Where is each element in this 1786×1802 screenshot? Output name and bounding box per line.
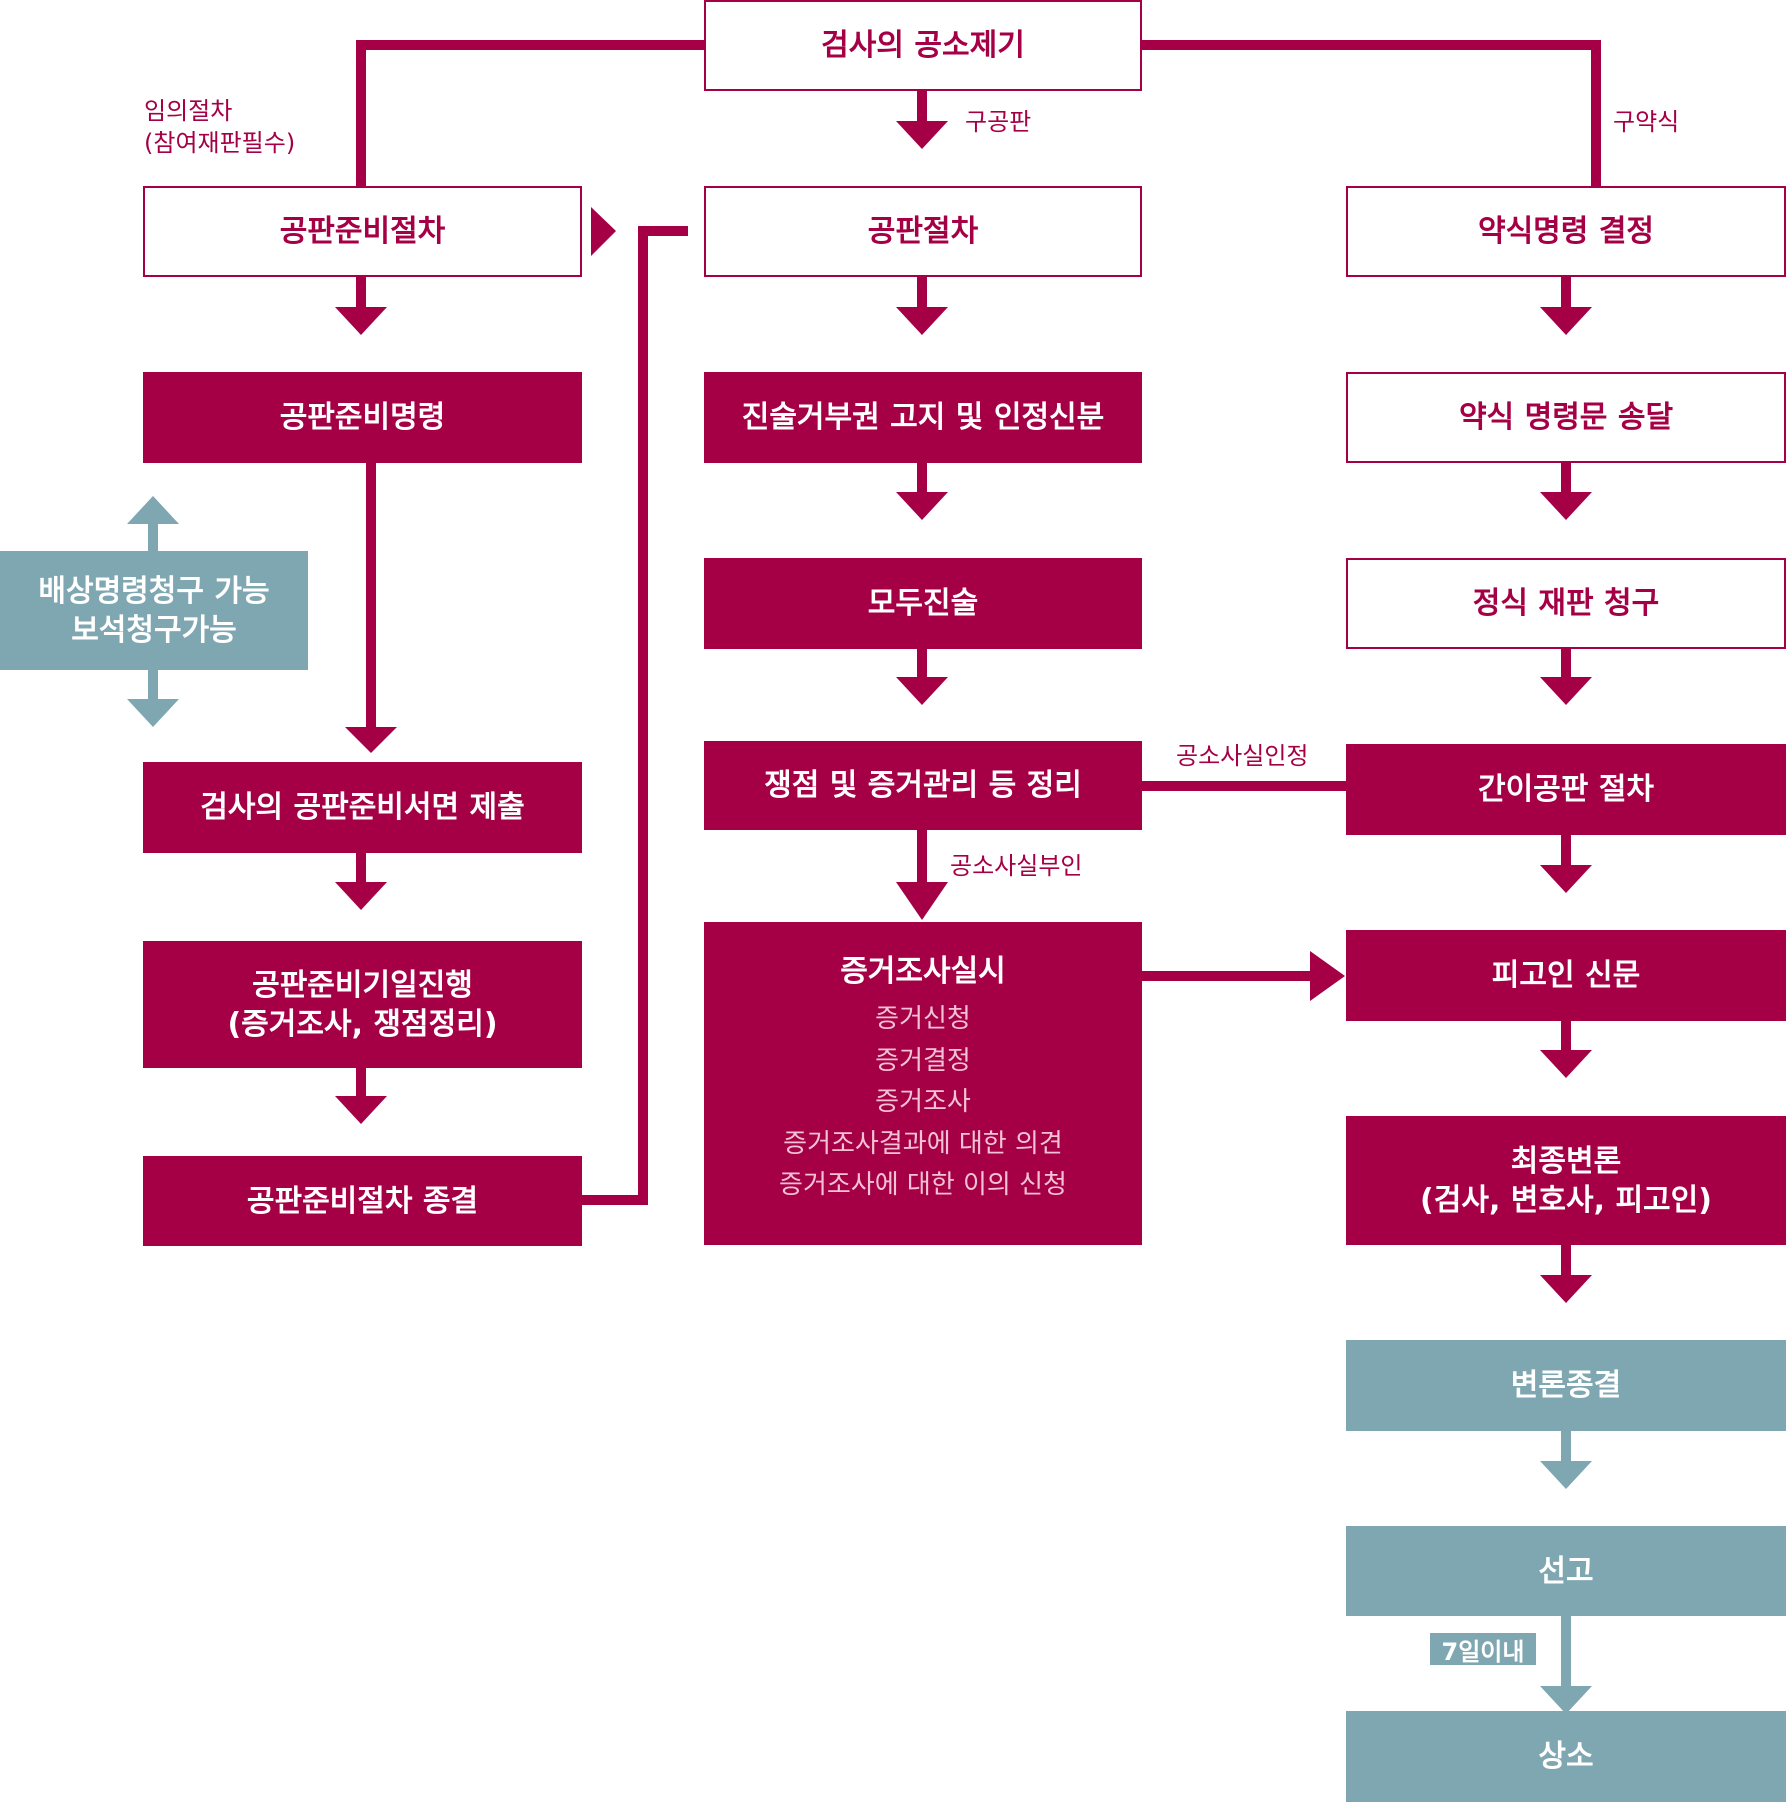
examination-label: 피고인 신문 — [1491, 958, 1641, 993]
closing-box: 변론종결 — [1346, 1340, 1786, 1431]
sentence-label: 선고 — [1538, 1553, 1594, 1589]
indictment-box: 검사의 공소제기 — [704, 0, 1142, 91]
sentence-box: 선고 — [1346, 1526, 1786, 1616]
within-7-days-label: 7일이내 — [1441, 1637, 1525, 1666]
prep-order-label: 공판준비명령 — [279, 400, 446, 435]
final-argument-line-2: (검사, 변호사, 피고인) — [1420, 1182, 1712, 1218]
summary-delivery-box: 약식 명령문 송달 — [1346, 372, 1786, 463]
voluntary-text: 임의절차 — [144, 97, 233, 125]
trial-label: 공판절차 — [867, 214, 979, 249]
appeal-box: 상소 — [1346, 1711, 1786, 1802]
prep-procedure-box: 공판준비절차 — [143, 186, 582, 277]
indictment-label: 검사의 공소제기 — [821, 28, 1025, 63]
notice-label: 진술거부권 고지 및 인정신분 — [741, 400, 1105, 435]
notice-box: 진술거부권 고지 및 인정신분 — [704, 372, 1142, 463]
prep-date-line-1: 공판준비기일진행 — [252, 967, 473, 1003]
prep-order-box: 공판준비명령 — [143, 372, 582, 463]
summary-label: 구약식 — [1613, 108, 1680, 136]
within-7-days-badge: 7일이내 — [1430, 1633, 1536, 1666]
side-note-box: 배상명령청구 가능 보석청구가능 — [0, 551, 308, 670]
prep-end-label: 공판준비절차 종결 — [246, 1183, 479, 1219]
summary-order-box: 약식명령 결정 — [1346, 186, 1786, 277]
simple-trial-box: 간이공판 절차 — [1346, 744, 1786, 835]
issues-label: 쟁점 및 증거관리 등 정리 — [764, 768, 1082, 803]
evidence-item: 증거조사에 대한 이의 신청 — [779, 1170, 1067, 1201]
oral-trial-label: 구공판 — [965, 108, 1032, 136]
voluntary-label: 임의절차 (참여재판필수) — [144, 95, 295, 160]
formal-request-label: 정식 재판 청구 — [1472, 586, 1660, 621]
issues-box: 쟁점 및 증거관리 등 정리 — [704, 741, 1142, 830]
prosecutor-doc-box: 검사의 공판준비서면 제출 — [143, 762, 582, 853]
simple-trial-label: 간이공판 절차 — [1477, 772, 1655, 807]
admit-label: 공소사실인정 — [1176, 742, 1309, 770]
prep-end-box: 공판준비절차 종결 — [143, 1156, 582, 1246]
evidence-item: 증거신청 — [875, 1004, 971, 1034]
side-note-line-2: 보석청구가능 — [71, 612, 237, 648]
opening-label: 모두진술 — [867, 586, 979, 621]
evidence-box: 증거조사실시 증거신청 증거결정 증거조사 증거조사결과에 대한 의견 증거조사… — [704, 922, 1142, 1245]
prep-date-line-2: (증거조사, 쟁점정리) — [227, 1006, 498, 1042]
formal-request-box: 정식 재판 청구 — [1346, 558, 1786, 649]
summary-order-label: 약식명령 결정 — [1477, 214, 1655, 249]
closing-label: 변론종결 — [1510, 1368, 1622, 1403]
examination-box: 피고인 신문 — [1346, 930, 1786, 1021]
final-argument-line-1: 최종변론 — [1510, 1143, 1622, 1179]
evidence-title: 증거조사실시 — [840, 954, 1006, 989]
prosecutor-doc-label: 검사의 공판준비서면 제출 — [200, 790, 525, 825]
prep-date-box: 공판준비기일진행 (증거조사, 쟁점정리) — [143, 941, 582, 1068]
prep-procedure-label: 공판준비절차 — [279, 214, 446, 249]
trial-box: 공판절차 — [704, 186, 1142, 277]
summary-delivery-label: 약식 명령문 송달 — [1458, 400, 1674, 435]
final-argument-box: 최종변론 (검사, 변호사, 피고인) — [1346, 1116, 1786, 1245]
opening-box: 모두진술 — [704, 558, 1142, 649]
evidence-item: 증거결정 — [875, 1045, 971, 1076]
evidence-item: 증거조사 — [875, 1087, 971, 1118]
side-note-line-1: 배상명령청구 가능 — [38, 573, 270, 609]
voluntary-note: (참여재판필수) — [144, 129, 296, 158]
deny-label: 공소사실부인 — [950, 852, 1083, 880]
appeal-label: 상소 — [1538, 1739, 1594, 1774]
evidence-item: 증거조사결과에 대한 의견 — [783, 1128, 1063, 1159]
